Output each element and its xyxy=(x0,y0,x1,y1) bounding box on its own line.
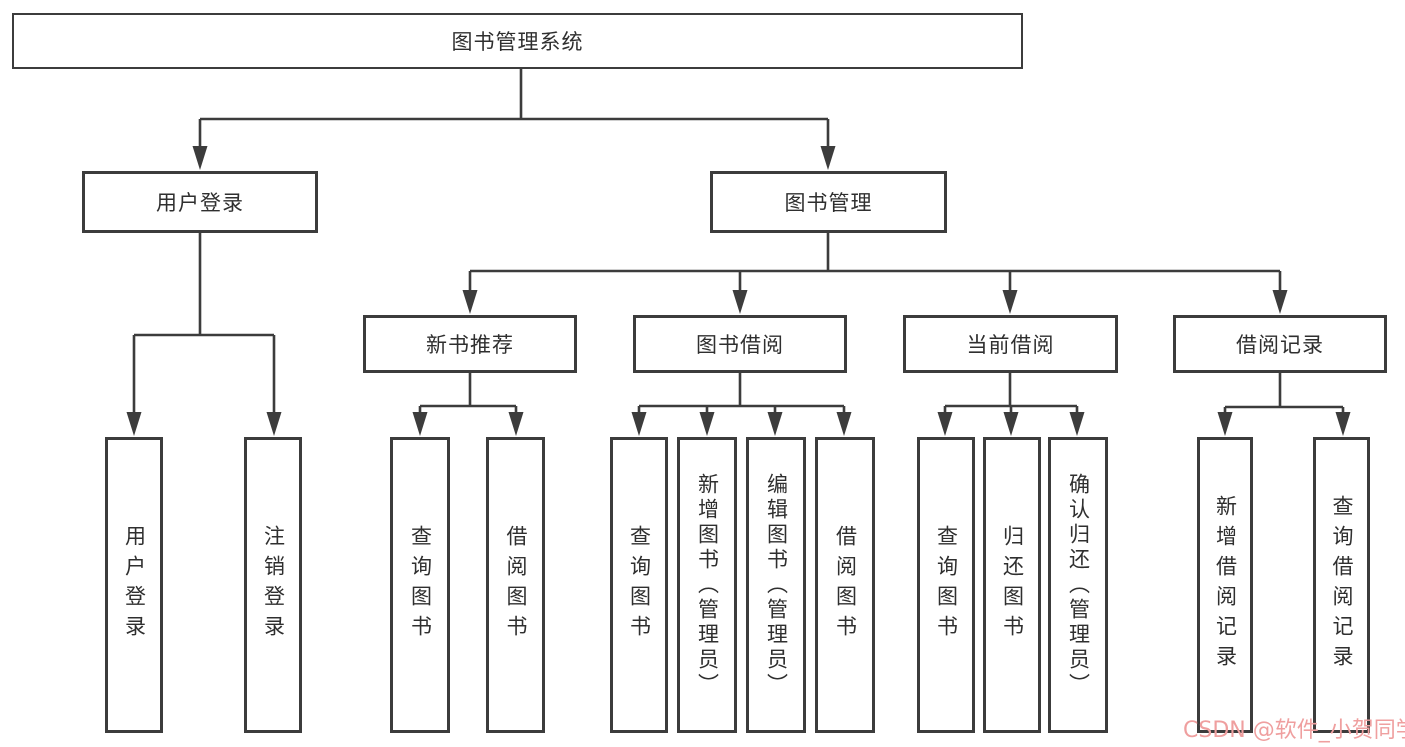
leaf-logout: 注销登录 xyxy=(244,437,302,733)
leaf-newbook-borrow-label: 借阅图书 xyxy=(504,525,528,645)
leaf-borrow-add: 新增图书（管理员） xyxy=(677,437,737,733)
leaf-borrow-edit: 编辑图书（管理员） xyxy=(746,437,806,733)
arrowhead xyxy=(1069,412,1085,436)
leaf-current-query-label: 查询图书 xyxy=(934,525,959,645)
leaf-borrow-borrow: 借阅图书 xyxy=(815,437,875,733)
arrowhead xyxy=(266,412,282,436)
leaf-record-query-label: 查询借阅记录 xyxy=(1330,495,1354,675)
leaf-record-add: 新增借阅记录 xyxy=(1197,437,1253,733)
arrowhead xyxy=(462,290,478,314)
leaf-borrow-add-label: 新增图书（管理员） xyxy=(695,472,720,698)
connector-record-split xyxy=(1223,373,1345,414)
node-new-book-rec: 新书推荐 xyxy=(363,315,577,373)
arrowhead xyxy=(1272,290,1288,314)
leaf-newbook-borrow: 借阅图书 xyxy=(486,437,545,733)
leaf-borrow-borrow-label: 借阅图书 xyxy=(833,525,858,645)
arrowhead xyxy=(699,412,715,436)
leaf-borrow-query-label: 查询图书 xyxy=(627,525,652,645)
leaf-current-confirm: 确认归还（管理员） xyxy=(1048,437,1108,733)
arrowhead xyxy=(412,412,428,436)
arrowhead xyxy=(767,412,783,436)
leaf-current-query: 查询图书 xyxy=(917,437,975,733)
leaf-logout-label: 注销登录 xyxy=(261,525,286,645)
arrowhead xyxy=(937,412,953,436)
connector-root-split xyxy=(198,69,830,148)
connector-bookmgmt-split xyxy=(468,233,1282,292)
connector-current-split xyxy=(943,373,1079,414)
node-book-mgmt: 图书管理 xyxy=(710,171,947,233)
arrowhead xyxy=(1002,290,1018,314)
arrowhead xyxy=(1335,412,1351,436)
node-book-mgmt-label: 图书管理 xyxy=(784,191,873,215)
leaf-current-return-label: 归还图书 xyxy=(1000,525,1025,645)
node-current-borrow-label: 当前借阅 xyxy=(966,333,1055,357)
arrowhead xyxy=(126,412,142,436)
arrowhead xyxy=(820,146,836,170)
leaf-record-query: 查询借阅记录 xyxy=(1313,437,1370,733)
connector-userlogin-split xyxy=(132,233,276,414)
node-root-label: 图书管理系统 xyxy=(451,30,584,54)
node-user-login: 用户登录 xyxy=(82,171,318,233)
leaf-newbook-query: 查询图书 xyxy=(390,437,450,733)
leaf-newbook-query-label: 查询图书 xyxy=(408,525,433,645)
arrowhead xyxy=(1217,412,1233,436)
arrowhead xyxy=(631,412,647,436)
node-user-login-label: 用户登录 xyxy=(156,191,244,215)
arrowhead xyxy=(508,412,524,436)
node-book-borrow: 图书借阅 xyxy=(633,315,847,373)
node-book-borrow-label: 图书借阅 xyxy=(696,333,784,357)
arrowhead xyxy=(732,290,748,314)
leaf-record-add-label: 新增借阅记录 xyxy=(1213,495,1238,675)
leaf-current-confirm-label: 确认归还（管理员） xyxy=(1066,472,1091,698)
leaf-current-return: 归还图书 xyxy=(983,437,1041,733)
arrowheads xyxy=(126,146,1351,436)
leaf-borrow-edit-label: 编辑图书（管理员） xyxy=(764,472,789,698)
node-borrow-record: 借阅记录 xyxy=(1173,315,1387,373)
leaf-user-login: 用户登录 xyxy=(105,437,163,733)
leaf-user-login-label: 用户登录 xyxy=(122,525,147,645)
arrowhead xyxy=(836,412,852,436)
arrowhead xyxy=(192,146,208,170)
connector-newbook-split xyxy=(418,373,518,414)
connector-borrow-split xyxy=(637,373,846,414)
csdn-watermark: CSDN @软件_小贺同学 xyxy=(1183,718,1405,743)
node-root: 图书管理系统 xyxy=(12,13,1023,69)
node-borrow-record-label: 借阅记录 xyxy=(1236,333,1324,357)
leaf-borrow-query: 查询图书 xyxy=(610,437,668,733)
node-current-borrow: 当前借阅 xyxy=(903,315,1118,373)
node-new-book-rec-label: 新书推荐 xyxy=(426,333,514,357)
arrowhead xyxy=(1003,412,1019,436)
